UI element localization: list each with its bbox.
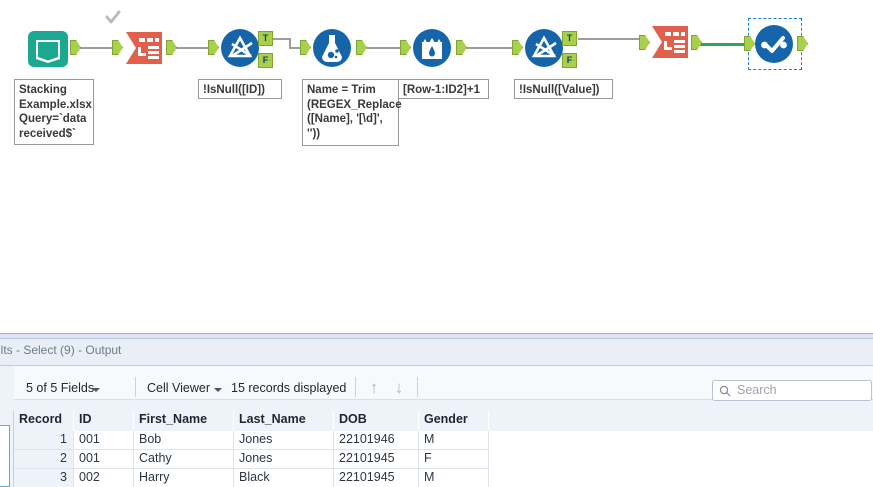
cell-id[interactable]: 001 — [74, 450, 134, 469]
row-filler — [489, 469, 873, 487]
cell-gender[interactable]: F — [419, 450, 489, 469]
search-input[interactable]: Search — [712, 380, 872, 401]
cell-viewer-caret[interactable] — [214, 388, 222, 392]
browse-tool-input-anchor[interactable] — [744, 36, 755, 51]
grid-header-last-name[interactable]: Last_Name — [234, 411, 334, 431]
fields-selector-caret[interactable] — [92, 388, 100, 392]
browse-tool[interactable] — [752, 22, 796, 66]
cell-dob[interactable]: 22101945 — [334, 450, 419, 469]
cell-dob[interactable]: 22101946 — [334, 431, 419, 450]
select-tool-output-anchor[interactable] — [166, 40, 177, 55]
cell-record: 3 — [14, 469, 74, 487]
select-tool-2[interactable] — [648, 20, 692, 64]
filter-icon-2 — [525, 29, 563, 67]
toolbar-separator-2 — [355, 377, 356, 397]
search-icon — [719, 385, 731, 397]
workflow-canvas[interactable]: T F — [0, 0, 873, 333]
results-splitter[interactable] — [0, 334, 873, 339]
records-displayed-label: 15 records displayed — [231, 381, 347, 395]
toolbar-separator-1 — [135, 377, 136, 397]
multi-row-formula-input-anchor[interactable] — [400, 40, 411, 55]
grid-header-first-name[interactable]: First_Name — [134, 411, 234, 431]
input-data-tool[interactable] — [26, 26, 70, 70]
cell-record: 1 — [14, 431, 74, 450]
flask-icon — [313, 29, 351, 67]
filter-tool-input-anchor[interactable] — [208, 40, 219, 55]
cell-id[interactable]: 002 — [74, 469, 134, 487]
grid-header-filler — [489, 411, 873, 430]
cell-viewer-label[interactable]: Cell Viewer — [147, 381, 210, 395]
grid-header-record[interactable]: Record — [14, 411, 74, 431]
grid-header-gender[interactable]: Gender — [419, 411, 489, 431]
filter-tool-true-anchor[interactable]: T — [258, 31, 273, 46]
formula-annotation[interactable]: Name = Trim (REGEX_Replace ([Name], '[\d… — [302, 79, 402, 146]
scroll-down-button[interactable]: ↓ — [394, 378, 404, 397]
grid-header-dob[interactable]: DOB — [334, 411, 419, 431]
filter-tool[interactable] — [218, 26, 262, 70]
formula-tool[interactable] — [310, 26, 354, 70]
cell-first-name[interactable]: Cathy — [134, 450, 234, 469]
wire-filter2-to-select2 — [578, 38, 646, 40]
filter-icon — [221, 29, 259, 67]
scroll-up-button[interactable]: ↑ — [369, 378, 379, 397]
wire-filter1-to-formula-3 — [289, 47, 305, 49]
formula-tool-input-anchor[interactable] — [300, 40, 311, 55]
select-tool-input-anchor[interactable] — [112, 40, 123, 55]
grid-header-id[interactable]: ID — [74, 411, 134, 431]
wire-formula-to-multirow — [364, 47, 404, 49]
results-tab-bar: ults - Select (9) - Output — [0, 339, 873, 366]
cell-first-name[interactable]: Harry — [134, 469, 234, 487]
input-annotation[interactable]: Stacking Example.xlsx Query=`data receiv… — [14, 79, 94, 145]
wire-input-to-select — [80, 47, 116, 49]
cell-dob[interactable]: 22101945 — [334, 469, 419, 487]
filter-1-annotation[interactable]: !IsNull([ID]) — [198, 79, 282, 99]
table-row[interactable]: 1 001 Bob Jones 22101946 M — [14, 431, 873, 450]
table-row[interactable]: 2 001 Cathy Jones 22101945 F — [14, 450, 873, 469]
results-grid[interactable]: Record ID First_Name Last_Name DOB Gende… — [14, 411, 873, 487]
filter-tool-2-true-anchor[interactable]: T — [562, 31, 577, 46]
input-data-output-anchor[interactable] — [70, 40, 81, 55]
browse-tool-output-anchor[interactable] — [797, 36, 808, 51]
select-tool-2-input-anchor[interactable] — [639, 35, 650, 50]
multirow-annotation[interactable]: [Row-1:ID2]+1 — [398, 79, 489, 99]
wire-filter1-to-formula-2 — [289, 38, 291, 48]
search-placeholder: Search — [737, 383, 777, 397]
multi-row-formula-tool[interactable] — [410, 26, 454, 70]
select-tool[interactable] — [122, 26, 166, 70]
filter-tool-false-anchor[interactable]: F — [258, 53, 273, 68]
row-filler — [489, 431, 873, 450]
select-tool-2-output-anchor[interactable] — [691, 35, 702, 50]
cell-last-name[interactable]: Black — [234, 469, 334, 487]
cell-gender[interactable]: M — [419, 469, 489, 487]
select-icon-2 — [652, 26, 688, 58]
results-tab[interactable]: ults - Select (9) - Output — [0, 343, 122, 357]
book-icon — [28, 31, 68, 67]
filter-tool-2[interactable] — [522, 26, 566, 70]
cell-last-name[interactable]: Jones — [234, 431, 334, 450]
filter-tool-2-false-anchor[interactable]: F — [562, 53, 577, 68]
filter-2-annotation[interactable]: !IsNull([Value]) — [514, 79, 613, 99]
wire-multirow-to-filter2 — [464, 47, 516, 49]
table-row[interactable]: 3 002 Harry Black 22101945 M — [14, 469, 873, 487]
cell-id[interactable]: 001 — [74, 431, 134, 450]
cell-record: 2 — [14, 450, 74, 469]
multi-row-formula-output-anchor[interactable] — [456, 40, 467, 55]
fields-selector-label[interactable]: 5 of 5 Fields — [26, 381, 95, 395]
filter-tool-2-input-anchor[interactable] — [512, 40, 523, 55]
cell-gender[interactable]: M — [419, 431, 489, 450]
wire-select-to-filter1 — [176, 47, 212, 49]
row-filler — [489, 450, 873, 469]
cell-first-name[interactable]: Bob — [134, 431, 234, 450]
select-icon — [126, 32, 162, 64]
bucket-droplet-icon — [413, 29, 451, 67]
wire-filter1-to-formula — [272, 38, 290, 40]
toolbar-separator-3 — [417, 377, 418, 397]
cell-last-name[interactable]: Jones — [234, 450, 334, 469]
wire-select2-to-browse — [700, 43, 754, 46]
check-icon[interactable] — [105, 9, 121, 25]
formula-tool-output-anchor[interactable] — [356, 40, 367, 55]
browse-checkmark-icon — [755, 25, 793, 63]
left-docked-panel-edge[interactable] — [0, 425, 10, 487]
